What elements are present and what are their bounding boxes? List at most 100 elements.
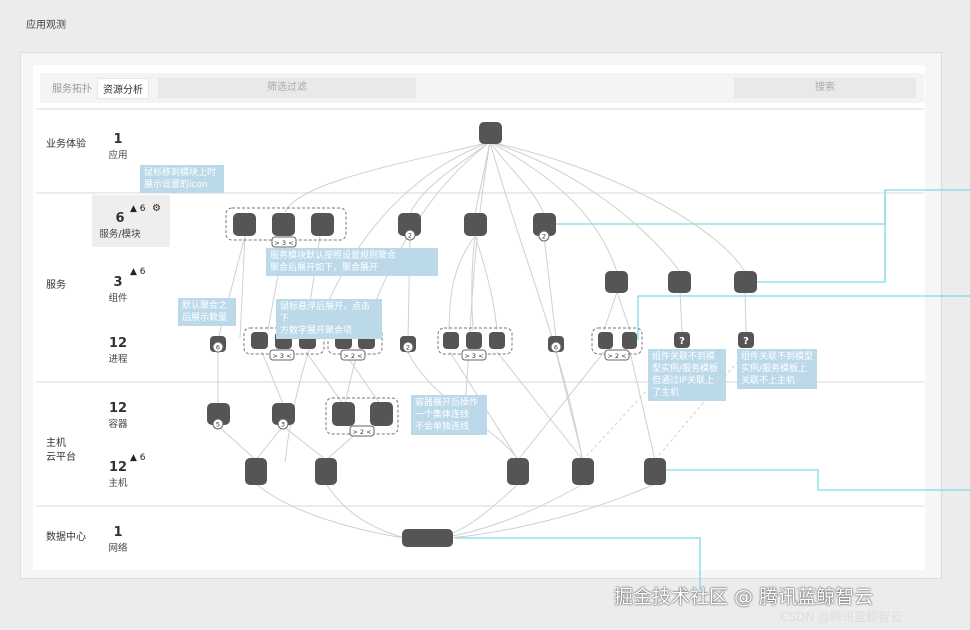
node-component[interactable]: [668, 271, 691, 293]
tab-service-topology[interactable]: 服务拓扑: [52, 84, 92, 95]
node-process-unknown[interactable]: [738, 332, 754, 348]
nodes: [207, 122, 757, 547]
level-label: 服务/模块: [99, 229, 141, 240]
count-badge[interactable]: 5: [212, 418, 224, 430]
highlight-links: [455, 189, 970, 590]
level-count: 3: [113, 275, 123, 290]
level-process[interactable]: 12 进程: [98, 336, 138, 365]
search-button[interactable]: 搜索: [734, 78, 916, 98]
band-host-cloud: 主机 云平台: [46, 437, 76, 465]
level-count: 12: [108, 460, 128, 475]
annotation-click-expand: 鼠标悬浮后展开，点击下方数字展开聚合项: [276, 299, 382, 339]
node-container[interactable]: [272, 403, 295, 425]
node-component[interactable]: [734, 271, 757, 293]
aggregate-badge[interactable]: > 3 <: [461, 349, 487, 361]
node-process[interactable]: [251, 332, 268, 349]
node-service[interactable]: [464, 213, 487, 236]
warning-icon: ▲ 6: [130, 204, 146, 214]
svg-text:> 2 <: > 2 <: [352, 428, 371, 436]
separator: [36, 108, 924, 110]
level-label: 容器: [108, 419, 128, 430]
level-app[interactable]: 1 应用: [98, 132, 138, 161]
annotation-default-count: 默认聚合之后展示数量: [178, 298, 236, 326]
node-host[interactable]: [507, 458, 529, 485]
level-network[interactable]: 1 网络: [98, 525, 138, 554]
node-process[interactable]: [443, 332, 459, 349]
node-process-unknown[interactable]: [674, 332, 690, 348]
level-label: 组件: [108, 293, 128, 304]
count-badge[interactable]: 6: [212, 341, 224, 353]
node-service[interactable]: [533, 213, 556, 236]
annotation-component-no-host: 组件关联不到模型实例/服务模板但通过IP关联上了主机: [648, 349, 726, 401]
band-service: 服务: [46, 280, 66, 291]
node-process[interactable]: [598, 332, 613, 349]
node-network[interactable]: [402, 529, 453, 547]
level-component[interactable]: 3 组件: [98, 275, 138, 304]
aggregate-badge[interactable]: > 2 <: [340, 349, 366, 361]
svg-text:3: 3: [281, 421, 285, 429]
node-host[interactable]: [572, 458, 594, 485]
level-label: 网络: [108, 543, 128, 554]
level-count: 1: [113, 132, 123, 147]
aggregate-badge[interactable]: > 2 <: [604, 349, 630, 361]
page-title: 应用观测: [26, 20, 66, 31]
count-badge[interactable]: 2: [402, 341, 414, 353]
node-host[interactable]: [245, 458, 267, 485]
svg-text:> 3 <: > 3 <: [464, 352, 483, 360]
band-host-line1: 主机: [46, 438, 66, 449]
svg-text:> 3 <: > 3 <: [274, 239, 293, 247]
node-container[interactable]: [332, 402, 355, 426]
node-host[interactable]: [315, 458, 337, 485]
filter-input[interactable]: 筛选过滤: [158, 78, 416, 98]
annotation-component-instance: 组件关联不到模型实例/服务模板上关联不上主机: [737, 349, 817, 389]
aggregate-badge[interactable]: > 2 <: [349, 425, 375, 437]
node-container[interactable]: [207, 403, 230, 425]
count-badge[interactable]: 3: [277, 418, 289, 430]
badges: > 3 < > 3 < > 2 < > 3 < > 2 < > 2 < 2 2: [212, 229, 749, 437]
level-count: 1: [113, 525, 123, 540]
svg-text:2: 2: [542, 233, 546, 241]
level-container[interactable]: 12 容器: [98, 401, 138, 430]
highlight-link: [556, 189, 970, 225]
svg-text:2: 2: [406, 344, 410, 352]
annotation-container-link: 容器展开后操作一个集体连线不会单独连线: [411, 395, 487, 435]
node-host[interactable]: [644, 458, 666, 485]
node-service[interactable]: [233, 213, 256, 236]
level-label: 主机: [108, 478, 128, 489]
aggregate-badge[interactable]: > 3 <: [269, 349, 295, 361]
count-badge[interactable]: 2: [404, 229, 416, 241]
level-count: 12: [108, 401, 128, 416]
level-label: 进程: [108, 354, 128, 365]
highlight-link: [637, 295, 970, 340]
level-host[interactable]: 12 主机: [98, 460, 138, 489]
warning-icon: ▲ 6: [130, 453, 146, 463]
node-process[interactable]: [489, 332, 505, 349]
node-app[interactable]: [479, 122, 502, 144]
node-process[interactable]: [622, 332, 637, 349]
gear-icon[interactable]: ⚙: [152, 203, 161, 214]
node-process[interactable]: [466, 332, 482, 349]
node-service[interactable]: [398, 213, 421, 236]
count-badge[interactable]: 2: [538, 230, 550, 242]
node-component[interactable]: [605, 271, 628, 293]
node-service[interactable]: [272, 213, 295, 236]
count-badge[interactable]: 6: [550, 341, 562, 353]
svg-text:5: 5: [216, 421, 220, 429]
tab-resource-analysis[interactable]: 资源分析: [97, 78, 149, 99]
band-host-line2: 云平台: [46, 452, 76, 463]
highlight-link: [455, 537, 701, 590]
band-experience: 业务体验: [46, 139, 86, 150]
highlight-link: [664, 469, 970, 491]
level-service-module[interactable]: 6 服务/模块: [99, 211, 140, 240]
highlight-link: [746, 190, 886, 283]
aggregate-badge[interactable]: > 3 <: [271, 236, 297, 248]
svg-text:6: 6: [216, 344, 220, 352]
level-count: 12: [108, 336, 128, 351]
watermark-csdn: CSDN @腾讯蓝鲸智云: [780, 610, 903, 624]
watermark: 掘金技术社区 @ 腾讯蓝鲸智云: [614, 586, 874, 608]
node-container[interactable]: [370, 402, 393, 426]
node-service[interactable]: [311, 213, 334, 236]
separator: [36, 505, 924, 507]
level-count: 6: [115, 211, 125, 226]
svg-text:2: 2: [408, 232, 412, 240]
